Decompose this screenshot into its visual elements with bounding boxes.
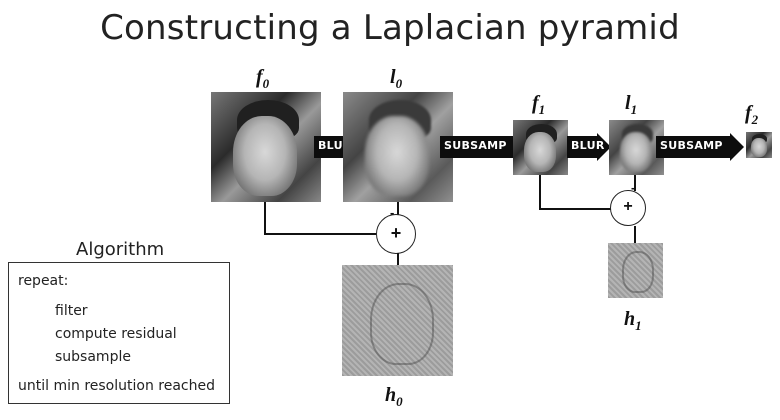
image-h1 [608,243,663,298]
image-f0 [211,92,321,202]
label-f1: f1 [532,92,546,117]
label-l1: l1 [625,92,638,117]
image-f2 [746,132,772,158]
subsamp-arrow-0: SUBSAMP [440,133,528,161]
algorithm-heading: Algorithm [76,239,165,260]
algorithm-line-filter: filter [55,303,88,319]
connector-plus1-down [634,226,636,243]
image-f1 [513,120,568,175]
label-f2: f2 [745,102,759,127]
connector-l0-down [397,202,399,215]
plus-operator-0: + [376,214,416,254]
connector-f1-to-plus [539,208,611,210]
label-l0: l0 [390,66,403,91]
connector-f1-down [539,175,541,209]
connector-f0-to-plus [264,233,376,235]
connector-l1-down [634,175,636,191]
algorithm-line-residual: compute residual [55,326,177,342]
algorithm-line-repeat: repeat: [18,273,69,289]
algorithm-box: repeat: filter compute residual subsampl… [8,262,230,404]
plus-operator-1: + [610,190,646,226]
label-f0: f0 [256,66,270,91]
label-h1: h1 [624,308,642,333]
minus-sign-0: - [390,205,395,220]
slide-title: Constructing a Laplacian pyramid [100,8,680,48]
image-l0 [343,92,453,202]
label-h0: h0 [385,384,403,409]
blur-arrow-1: BLUR [567,133,611,161]
algorithm-line-subsample: subsample [55,349,131,365]
algorithm-line-until: until min resolution reached [18,378,215,394]
image-l1 [609,120,664,175]
connector-plus0-down [397,253,399,265]
connector-f0-down [264,202,266,234]
image-h0 [342,265,453,376]
minus-sign-1: - [631,180,636,195]
subsamp-arrow-1: SUBSAMP [656,133,744,161]
